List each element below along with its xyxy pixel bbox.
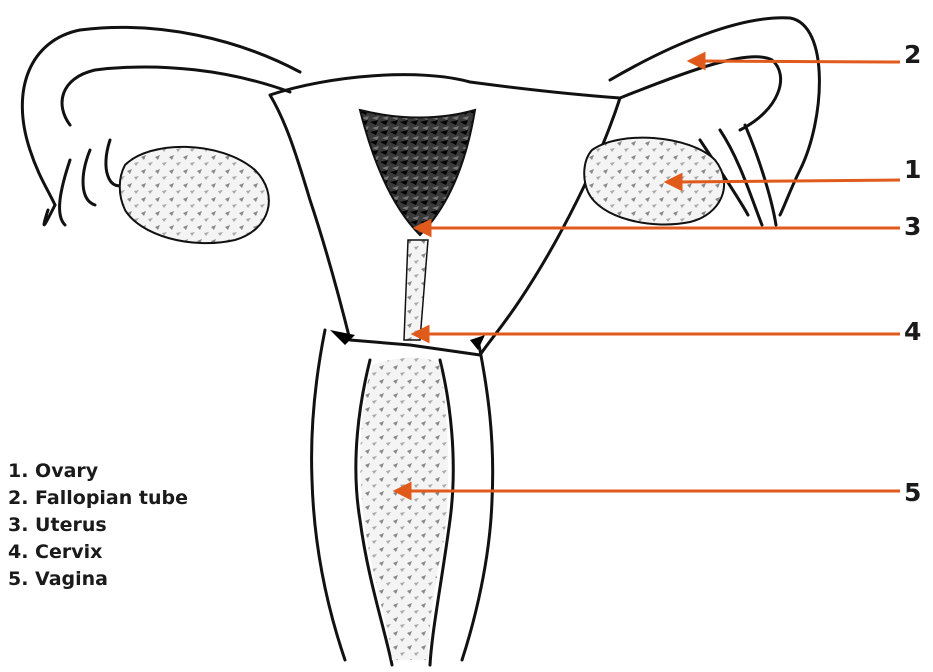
legend: 1. Ovary 2. Fallopian tube 3. Uterus 4. … xyxy=(8,458,188,593)
callout-number-3: 3 xyxy=(904,214,921,239)
legend-item-ovary: 1. Ovary xyxy=(8,458,188,485)
left-fimbriae xyxy=(44,140,122,225)
leader-line-2 xyxy=(698,61,900,62)
vaginal-wall-left xyxy=(312,330,345,660)
legend-item-cervix: 4. Cervix xyxy=(8,539,188,566)
leader-arrow-2 xyxy=(690,54,704,68)
callout-number-2: 2 xyxy=(904,42,921,67)
left-fallopian-tube-inner xyxy=(62,67,290,125)
fornix-right xyxy=(470,335,485,350)
cervical-canal xyxy=(404,240,428,340)
left-ovary xyxy=(120,147,269,243)
legend-item-fallopian-tube: 2. Fallopian tube xyxy=(8,485,188,512)
callout-number-4: 4 xyxy=(904,319,921,344)
callout-number-5: 5 xyxy=(904,480,921,505)
fornix-left xyxy=(330,330,355,345)
uterine-cavity xyxy=(360,110,475,235)
legend-item-vagina: 5. Vagina xyxy=(8,566,188,593)
vaginal-wall-right xyxy=(462,340,493,660)
callout-number-1: 1 xyxy=(904,157,921,182)
leader-line-1 xyxy=(675,180,900,182)
legend-item-uterus: 3. Uterus xyxy=(8,512,188,539)
